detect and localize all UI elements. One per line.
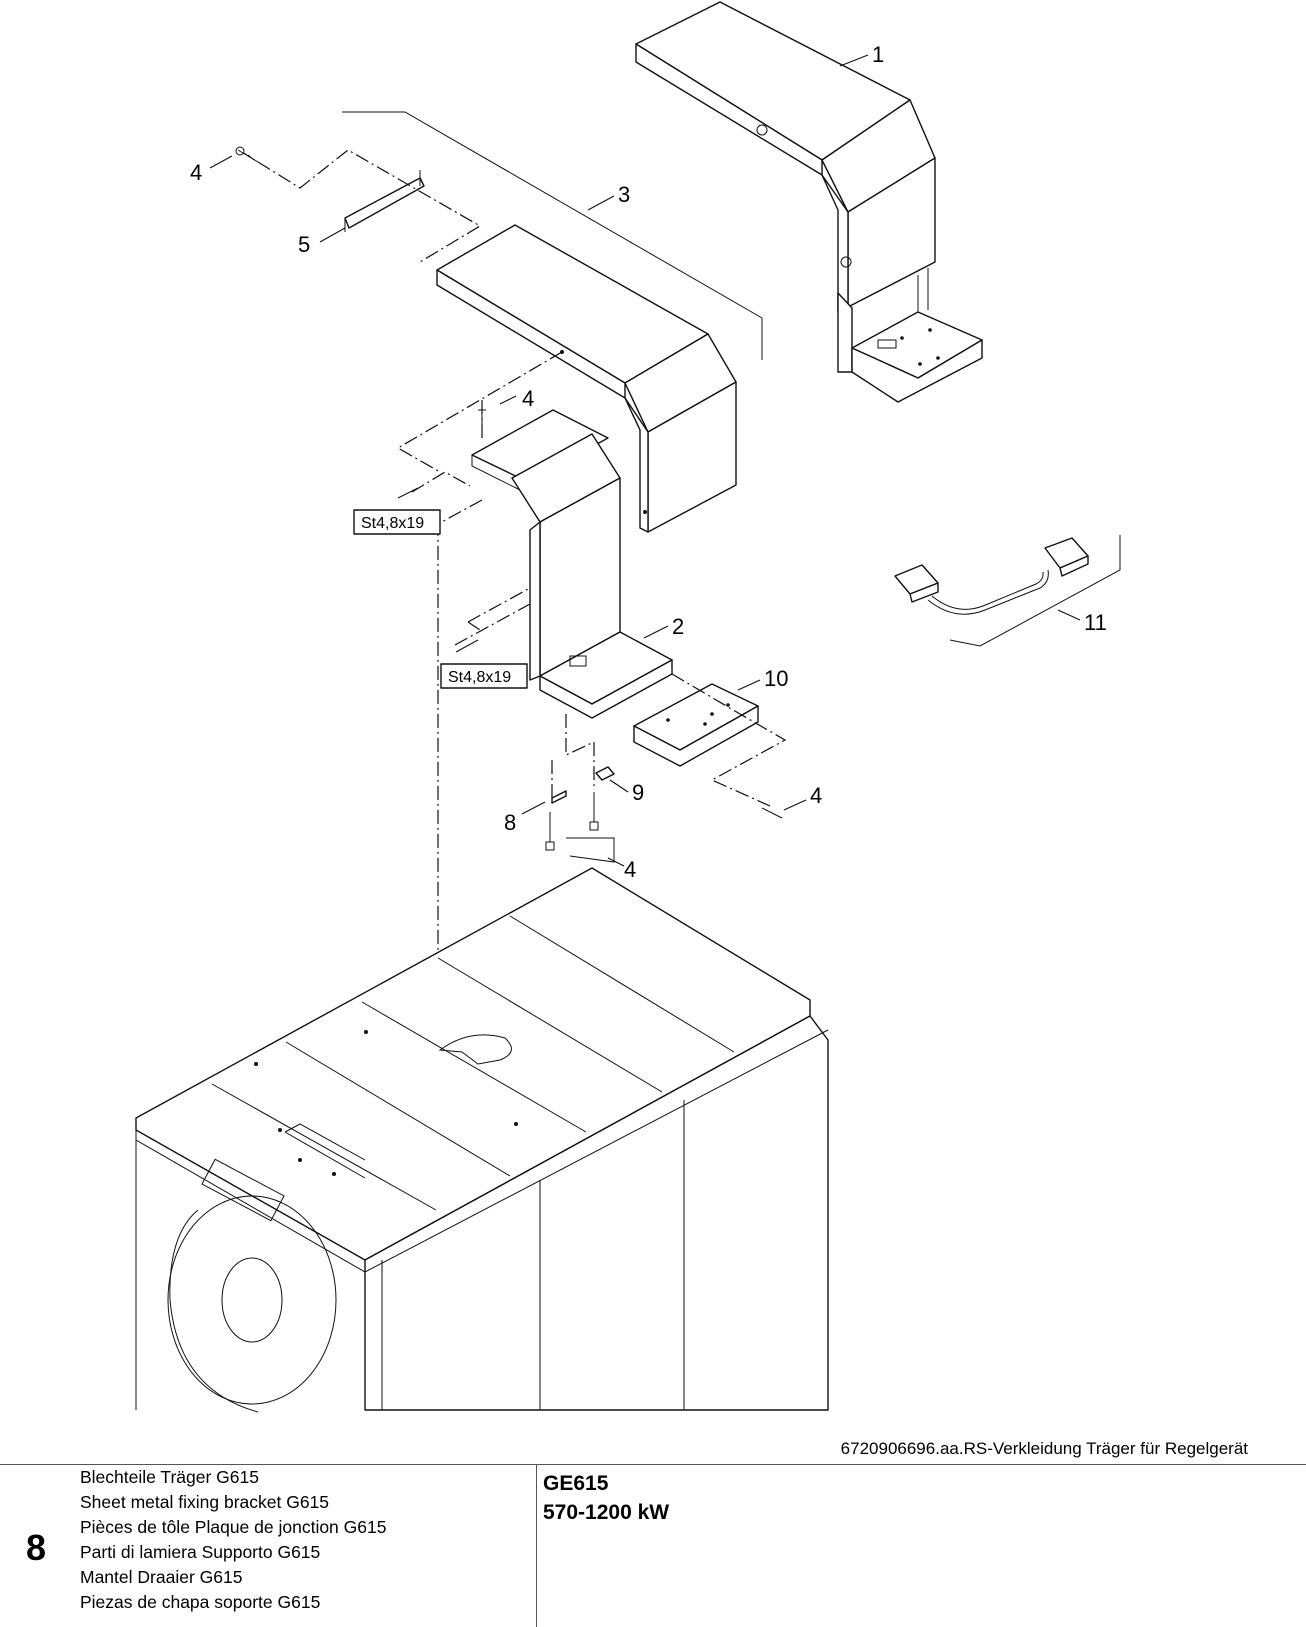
- footer-divider: [536, 1465, 537, 1627]
- callout-2: 2: [672, 614, 684, 639]
- part-10-plate: [633, 683, 759, 767]
- boiler-body: [135, 867, 829, 1413]
- part-title: Mantel Draaier G615: [80, 1567, 243, 1587]
- part-title-list: Blechteile Träger G615 Sheet metal fixin…: [80, 1465, 386, 1615]
- part-title: Blechteile Träger G615: [80, 1467, 259, 1487]
- model-name: GE615: [543, 1472, 609, 1495]
- exploded-parts-diagram: 1 3 4 5 4 2 10 11 9 4 8 4 St4,8x19 St4,8…: [135, 1, 1121, 1413]
- callout-11: 11: [1084, 610, 1107, 635]
- part-11-cable: [894, 535, 1121, 647]
- part-title: Sheet metal fixing bracket G615: [80, 1492, 330, 1512]
- drawing-reference: 6720906696.aa.RS-Verkleidung Träger für …: [840, 1439, 1248, 1458]
- callout-10: 10: [764, 666, 788, 691]
- callout-8: 8: [504, 810, 516, 835]
- leader-lines: [209, 54, 1081, 867]
- part-3-cover: [342, 111, 763, 533]
- part-2-bracket: [471, 409, 673, 719]
- screw-icons: [397, 409, 783, 819]
- part-1-cover: [635, 1, 983, 403]
- part-title: Piezas de chapa soporte G615: [80, 1592, 321, 1612]
- callout-4: 4: [522, 386, 534, 411]
- callout-4: 4: [624, 857, 636, 882]
- callout-4: 4: [190, 160, 202, 185]
- parts-8-9: [545, 766, 615, 851]
- model-info: GE615 570-1200 kW: [543, 1469, 669, 1527]
- callout-4: 4: [810, 783, 822, 808]
- page-number: 8: [26, 1527, 47, 1568]
- screw-icon: [235, 146, 259, 163]
- screw-spec-label: St4,8x19: [448, 669, 511, 686]
- callout-1: 1: [872, 42, 884, 67]
- page-footer: 8 Blechteile Träger G615 Sheet metal fix…: [0, 1464, 1306, 1627]
- callout-9: 9: [632, 780, 644, 805]
- callout-3: 3: [618, 182, 630, 207]
- part-title: Pièces de tôle Plaque de jonction G615: [80, 1517, 387, 1537]
- part-5-bracket: [344, 170, 425, 232]
- model-power-range: 570-1200 kW: [543, 1501, 670, 1524]
- callout-5: 5: [298, 232, 310, 257]
- part-title: Parti di lamiera Supporto G615: [80, 1542, 321, 1562]
- screw-spec-label: St4,8x19: [361, 515, 424, 532]
